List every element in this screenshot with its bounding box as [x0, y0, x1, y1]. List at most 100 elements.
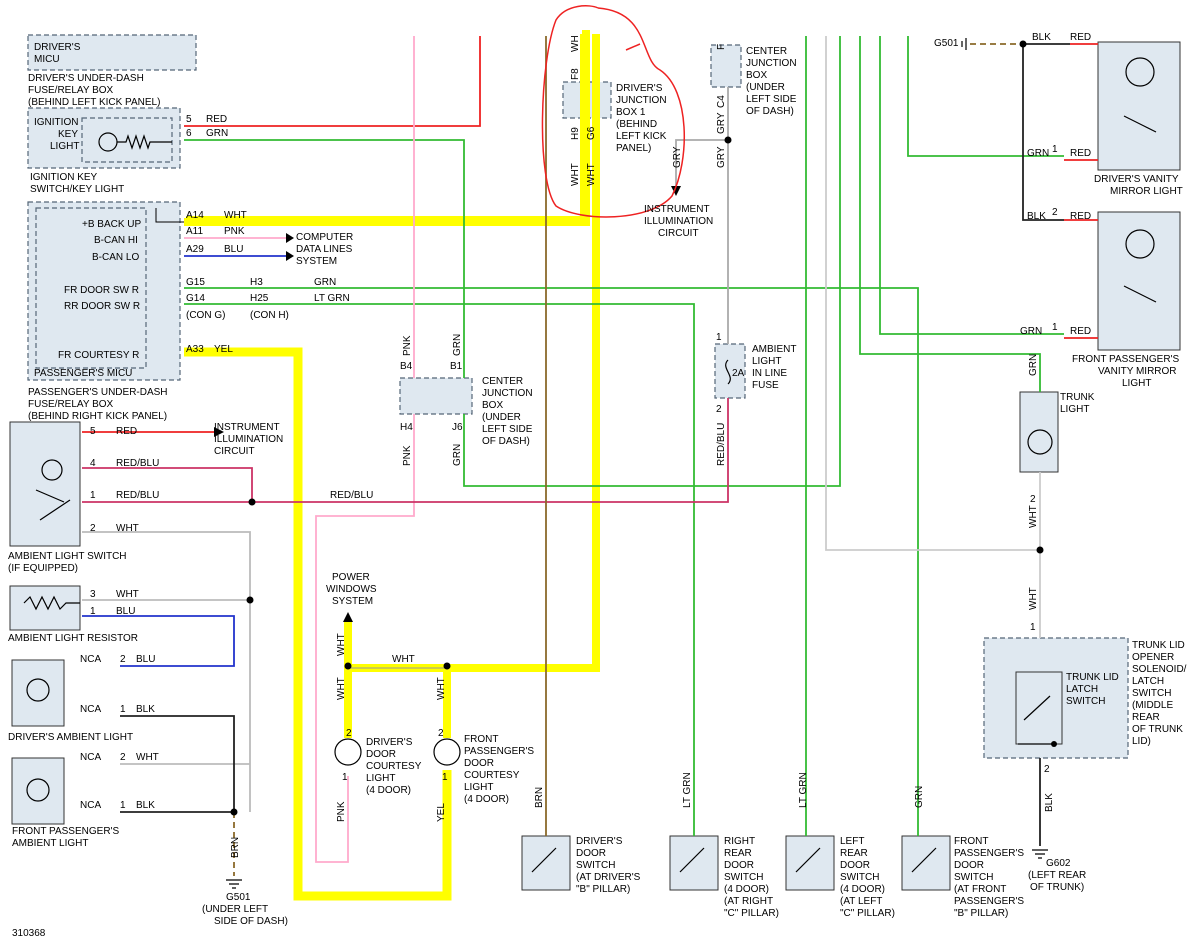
g501-top-label: G501	[934, 38, 959, 49]
conn-g14: G14	[186, 293, 205, 304]
switch-icon	[911, 847, 937, 873]
switch-icon	[679, 847, 705, 873]
conn-b1: B1	[450, 361, 463, 372]
pass-courtesy-label-2: PASSENGER'S	[464, 746, 534, 757]
courtesy-drv-pin-1: 1	[342, 772, 348, 783]
bulb-icon	[1125, 229, 1155, 259]
lr-door-label-4: SWITCH	[840, 872, 879, 883]
pass-ambient-label-2: AMBIENT LIGHT	[12, 838, 89, 849]
grn-wire-fr-door	[184, 287, 919, 836]
rr-door-label-6: (AT RIGHT	[724, 896, 773, 907]
conn-g15: G15	[186, 277, 205, 288]
micu-pin-fr-door: FR DOOR SW R	[64, 285, 139, 296]
component-boxes	[9, 34, 1181, 891]
resistor-icon	[23, 595, 80, 611]
instrument-label-3: CIRCUIT	[214, 446, 255, 457]
blu-wire-resistor	[82, 615, 235, 667]
cdls-label-2: DATA LINES	[296, 244, 353, 255]
splice-blk	[230, 808, 238, 816]
wire-red-blu-mid: RED/BLU	[330, 490, 373, 501]
instrument-label-2: ILLUMINATION	[214, 434, 283, 445]
pin-2-vanity-pass: 2	[1052, 207, 1058, 218]
splice-wht-driver	[344, 662, 352, 670]
drv-courtesy-label-1: DRIVER'S	[366, 737, 413, 748]
switch-icon	[1123, 285, 1157, 303]
wire-blu-a29: BLU	[224, 244, 243, 255]
pass-courtesy-label-1: FRONT	[464, 734, 498, 745]
drivers-fuse-box-label-3: (BEHIND LEFT KICK PANEL)	[28, 97, 160, 108]
vlabel-lt-grn-1: LT GRN	[682, 772, 693, 808]
drivers-fuse-box-label-1: DRIVER'S UNDER-DASH	[28, 73, 144, 84]
cjb-b-label-4: (UNDER	[482, 412, 521, 423]
vlabel-wht-5: WHT	[436, 677, 447, 700]
vlabel-gry-3: GRY	[716, 146, 727, 168]
switch-icon	[795, 847, 821, 873]
rr-door-label-2: REAR	[724, 848, 752, 859]
cjb-a-label-4: (UNDER	[746, 82, 785, 93]
conn-a11: A11	[186, 226, 203, 237]
vlabel-grn-2: GRN	[452, 444, 463, 466]
fuse-label-2: LIGHT	[752, 356, 781, 367]
splice-wht-pass	[443, 662, 451, 670]
power-windows-label-2: WINDOWS	[326, 584, 377, 595]
lr-door-label-3: DOOR	[840, 860, 870, 871]
bulb-icon	[334, 738, 362, 766]
drivers-ambient-light-box	[11, 659, 65, 727]
cjb-a-label-6: OF DASH)	[746, 106, 794, 117]
trunk-lid-label-6: (MIDDLE	[1132, 700, 1173, 711]
vanity-pass-label-1: FRONT PASSENGER'S	[1072, 354, 1179, 365]
power-windows-label-3: SYSTEM	[332, 596, 373, 607]
red-blu-wire-4	[82, 467, 253, 502]
arrow-icon	[286, 233, 294, 243]
nca-4: NCA	[80, 800, 101, 811]
drivers-micu-label-1: DRIVER'S	[34, 42, 81, 53]
red-blu-wire-1	[82, 398, 729, 503]
conn-a14: A14	[186, 210, 204, 221]
vlabel-gry-2: GRY	[716, 112, 727, 134]
yel-highlight	[184, 347, 452, 901]
wire-grn-vanity-drv: GRN	[1027, 148, 1049, 159]
wire-red-blu-sw-1: RED/BLU	[116, 490, 159, 501]
drivers-micu-label-2: MICU	[34, 54, 60, 65]
vlabel-pnk-2: PNK	[402, 445, 413, 466]
drv-door-label-4: (AT DRIVER'S	[576, 872, 641, 883]
cjb-a-label-1: CENTER	[746, 46, 787, 57]
fp-door-label-5: (AT FRONT	[954, 884, 1006, 895]
g602-desc-2: OF TRUNK)	[1030, 882, 1084, 893]
djb-label-1: DRIVER'S	[616, 83, 663, 94]
conn-h4: H4	[400, 422, 413, 433]
lt-grn-wire-rr-door	[184, 303, 695, 836]
drivers-vanity-mirror-box	[1097, 41, 1181, 171]
fp-door-label-4: SWITCH	[954, 872, 993, 883]
ambient-light-resistor-box	[9, 585, 81, 631]
pin-1-res: 1	[90, 606, 96, 617]
vanity-pass-label-2: VANITY MIRROR	[1098, 366, 1177, 377]
fp-door-label-1: FRONT	[954, 836, 988, 847]
fp-door-label-6: PASSENGER'S	[954, 896, 1024, 907]
wire-blk-top: BLK	[1032, 32, 1051, 43]
g501-desc-1: (UNDER LEFT	[202, 904, 268, 915]
micu-pin-backup: +B BACK UP	[82, 219, 142, 230]
splice-wht	[246, 596, 254, 604]
djb-label-4: (BEHIND	[616, 119, 657, 130]
pin-3-res: 3	[90, 589, 96, 600]
trunk-light-box	[1019, 391, 1059, 473]
drv-door-label-2: DOOR	[576, 848, 606, 859]
ignition-key-label-3: LIGHT	[50, 141, 79, 152]
wire-wht-a14: WHT	[224, 210, 247, 221]
grn-wire-vanity-driver	[907, 36, 1064, 157]
ambient-switch-label-1: AMBIENT LIGHT SWITCH	[8, 551, 127, 562]
trunk-lid-latch-switch-inner	[1015, 671, 1063, 745]
labels: DRIVER'S MICU DRIVER'S UNDER-DASH FUSE/R…	[8, 32, 1187, 937]
ground-icon	[961, 38, 967, 50]
conn-h3: H3	[250, 277, 263, 288]
latch-label-3: SWITCH	[1066, 696, 1105, 707]
pin-2-pass: 2	[120, 752, 126, 763]
switch-icon	[35, 489, 71, 521]
backup-fuse-link	[155, 208, 184, 223]
bulb-icon	[1125, 57, 1155, 87]
g602-label: G602	[1046, 858, 1071, 869]
wht-wire-trunk	[825, 36, 1040, 551]
vlabel-wht-4: WHT	[336, 677, 347, 700]
